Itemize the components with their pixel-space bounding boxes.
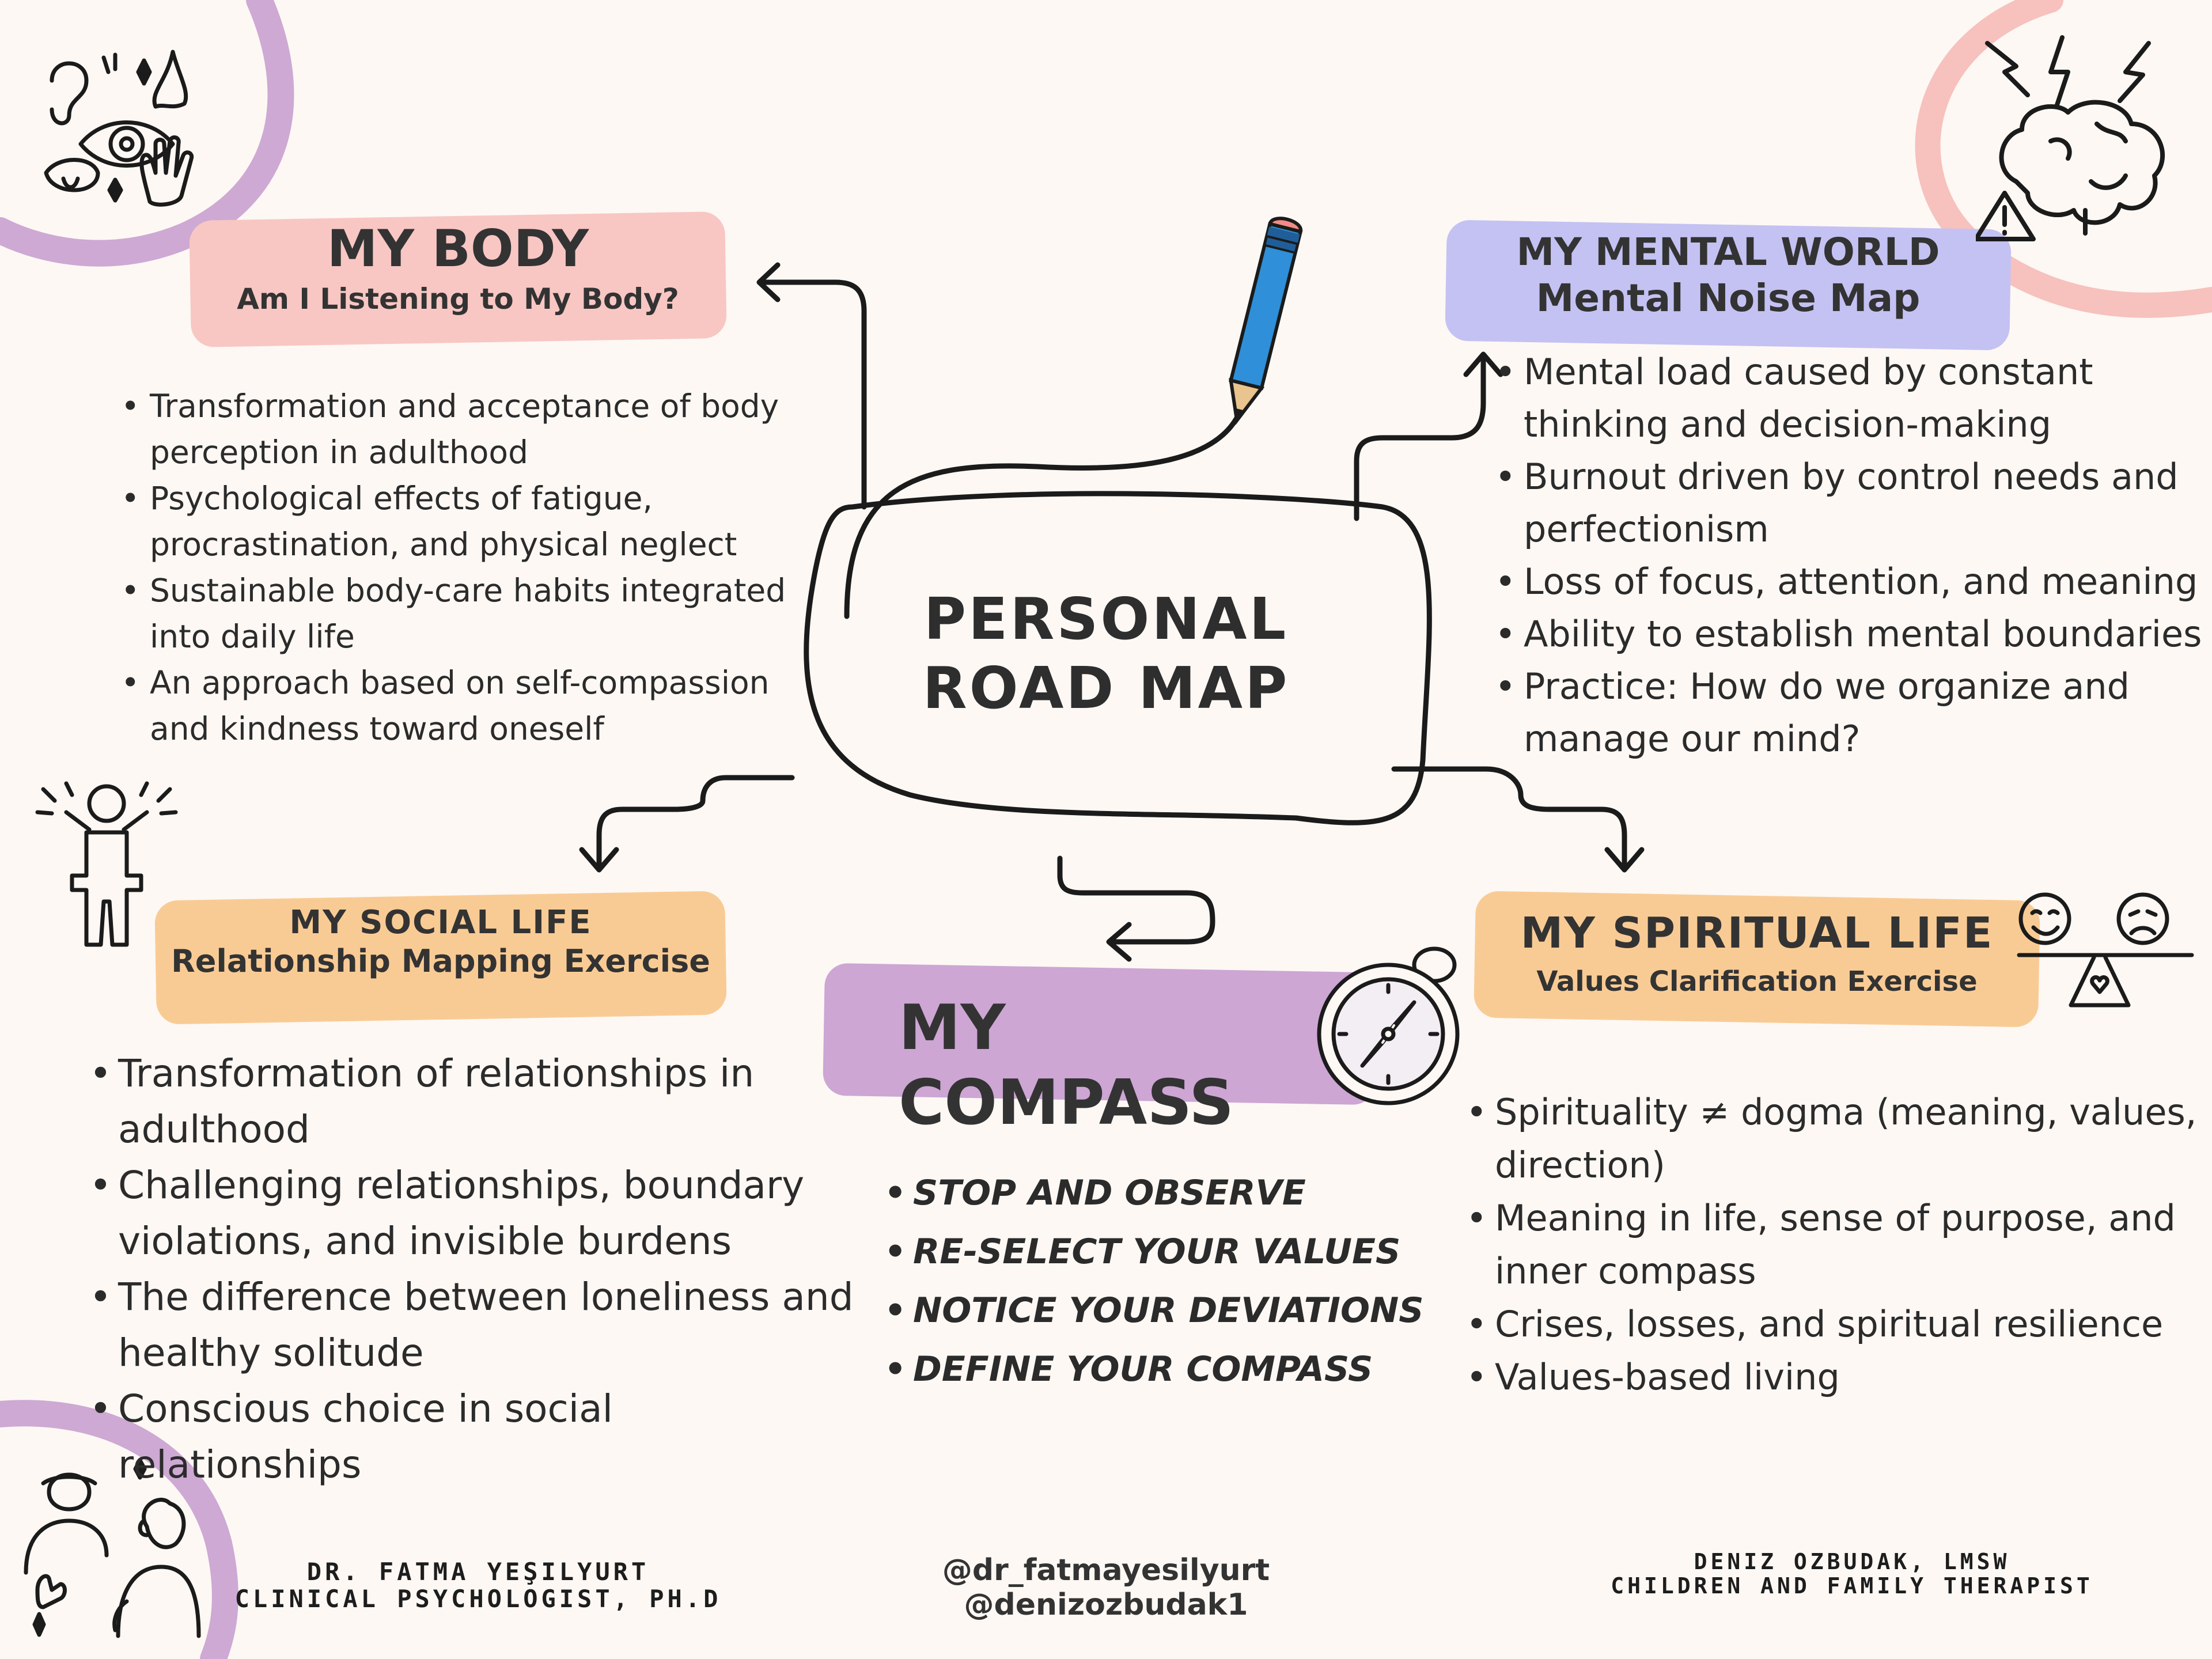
list-item: Challenging relationships, boundary viol… [89, 1157, 867, 1269]
list-item: RE-SELECT YOUR VALUES [884, 1222, 1431, 1281]
bottom-left-swoosh [0, 1400, 238, 1659]
list-item: Transformation of relationships in adult… [89, 1046, 867, 1157]
list-item: STOP AND OBSERVE [884, 1164, 1431, 1222]
arrow-to-body [757, 279, 867, 510]
list-item: Burnout driven by control needs and perf… [1495, 450, 2212, 555]
list-item: Meaning in life, sense of purpose, and i… [1466, 1192, 2209, 1298]
spiritual-subtitle: Values Clarification Exercise [1536, 965, 1978, 998]
social-title: MY SOCIAL LIFE [289, 904, 592, 941]
compass-icon [1317, 946, 1460, 1105]
body-title: MY BODY [327, 219, 589, 278]
list-item: Practice: How do we organize and manage … [1495, 660, 2212, 765]
arrow-to-spiritual [1391, 766, 1627, 870]
body-list: Transformation and acceptance of body pe… [121, 383, 801, 752]
social-list: Transformation of relationships in adult… [89, 1046, 867, 1493]
mental-subtitle: Mental Noise Map [1536, 276, 1921, 320]
arrow-to-mental [1354, 354, 1486, 521]
list-item: Psychological effects of fatigue, procra… [121, 475, 801, 567]
balance-scale-icon [2017, 892, 2194, 1007]
body-subtitle: Am I Listening to My Body? [237, 282, 679, 316]
footer-left-role: CLINICAL PSYCHOLOGIST, PH.D [234, 1585, 722, 1613]
list-item: NOTICE YOUR DEVIATIONS [884, 1281, 1431, 1340]
stressed-brain-icon [1976, 35, 2165, 241]
center-frame [804, 491, 1432, 825]
list-item: Ability to establish mental boundaries [1495, 608, 2212, 660]
list-item: Mental load caused by constant thinking … [1495, 346, 2212, 450]
list-item: Transformation and acceptance of body pe… [121, 383, 801, 475]
spiritual-title: MY SPIRITUAL LIFE [1520, 908, 1994, 958]
compass-title: MY COMPASS [899, 992, 1234, 1139]
footer-right-name: DENIZ OZBUDAK, LMSW [1694, 1549, 2010, 1574]
list-item: The difference between loneliness and he… [89, 1269, 867, 1381]
pencil-icon [1229, 217, 1303, 425]
footer-left-name: DR. FATMA YEŞILYURT [306, 1558, 650, 1586]
list-item: Values-based living [1466, 1351, 2209, 1404]
list-item: Conscious choice in social relationships [89, 1381, 867, 1493]
pencil-line [844, 412, 1241, 619]
stick-figure-icon [35, 781, 178, 947]
list-item: An approach based on self-compassion and… [121, 660, 801, 752]
list-item: Loss of focus, attention, and meaning [1495, 555, 2212, 608]
footer-right-role: CHILDREN AND FAMILY THERAPIST [1611, 1573, 2093, 1599]
center-title-line2: ROAD MAP [922, 654, 1290, 722]
center-title-line1: PERSONAL [923, 585, 1289, 653]
list-item: Sustainable body-care habits integrated … [121, 567, 801, 660]
list-item: Spirituality ≠ dogma (meaning, values, d… [1466, 1086, 2209, 1192]
mental-list: Mental load caused by constant thinking … [1495, 346, 2212, 765]
social-subtitle: Relationship Mapping Exercise [171, 943, 710, 979]
list-item: Crises, losses, and spiritual resilience [1466, 1298, 2209, 1351]
arrow-to-compass [1057, 855, 1215, 945]
spiritual-list: Spirituality ≠ dogma (meaning, values, d… [1466, 1086, 2209, 1404]
arrow-to-social [596, 775, 795, 870]
senses-icon [44, 50, 194, 207]
mental-title: MY MENTAL WORLD [1516, 230, 1940, 274]
footer-handle-1: @dr_fatmayesilyurt [942, 1553, 1270, 1588]
list-item: DEFINE YOUR COMPASS [884, 1340, 1431, 1399]
footer-handle-2: @denizozbudak1 [964, 1588, 1248, 1622]
compass-list: STOP AND OBSERVE RE-SELECT YOUR VALUES N… [884, 1164, 1431, 1399]
